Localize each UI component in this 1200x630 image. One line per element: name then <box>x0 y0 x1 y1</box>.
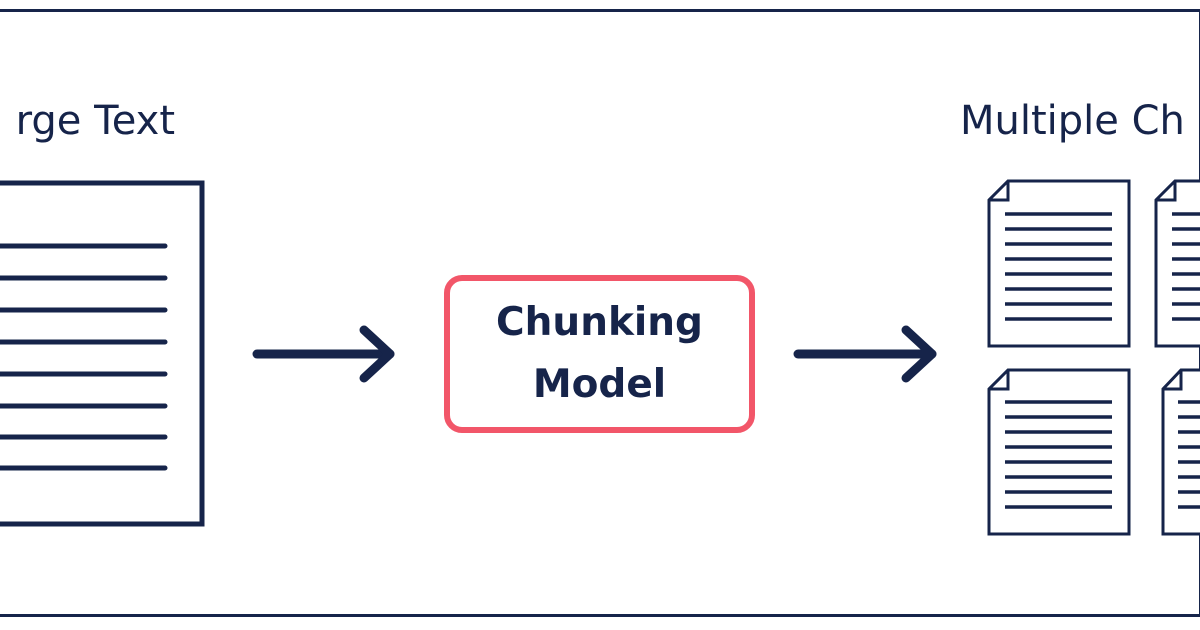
arrow-right-icon <box>793 325 937 383</box>
document-text-lines <box>0 243 168 471</box>
model-label-line1: Chunking <box>496 300 703 345</box>
chunk-document-icon <box>1161 368 1200 536</box>
chunk-document-icon <box>987 368 1131 536</box>
chunk-document-icon <box>1154 179 1200 348</box>
chunk-document-icon <box>987 179 1131 348</box>
input-heading: rge Text <box>15 98 175 144</box>
arrow-right-icon <box>252 325 395 383</box>
output-heading: Multiple Ch <box>960 98 1185 144</box>
chunking-model-box: Chunking Model <box>444 275 755 433</box>
model-label-line2: Model <box>532 362 667 407</box>
large-document-icon <box>0 180 205 527</box>
